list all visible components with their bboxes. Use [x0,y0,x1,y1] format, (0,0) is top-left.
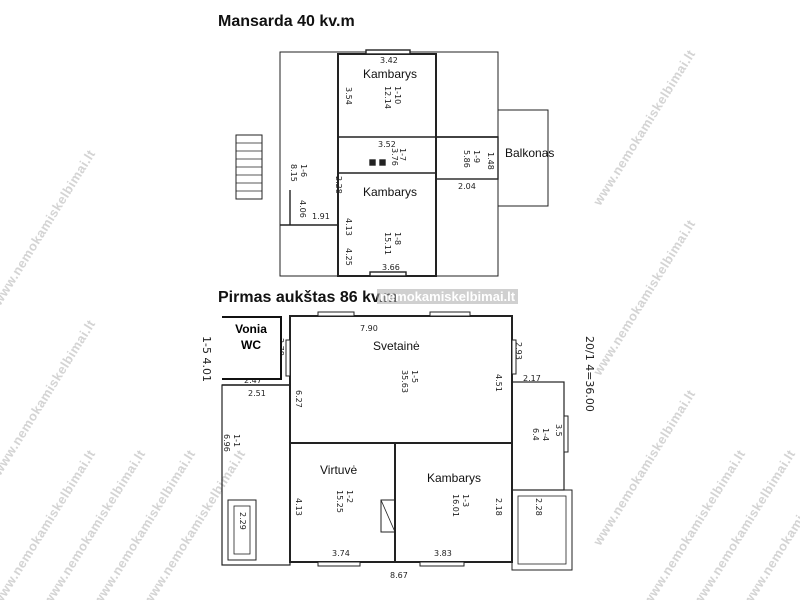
window [317,311,355,317]
stove [380,499,396,533]
dimension-label: 2.28 [534,498,543,516]
dimension-label: 7.90 [360,324,378,333]
dimension-label: 2.47 [244,376,262,385]
plan-line [517,495,567,565]
room-area: 6.4 [531,428,540,441]
vonia-label: Vonia [235,322,267,336]
upper-floor-plan [235,49,549,277]
room-area: 35.63 [400,370,409,393]
room-area: 5.86 [462,150,471,168]
ground-floor-title: Pirmas aukštas 86 kv.m [218,289,398,306]
room-label: Kambarys [363,185,417,199]
dimension-label: 3.54 [344,87,353,105]
room-area: 6.96 [222,434,231,452]
dimension-label: 1.91 [312,212,330,221]
plan-line [380,499,396,533]
vonia-wc-label-box: Vonia WC [222,316,282,380]
plan-line [233,505,251,555]
room-code: 1-2 [345,490,354,503]
dimension-label: 4.25 [344,248,353,266]
window [429,311,471,317]
room-area: 16.01 [451,494,460,517]
window [369,271,407,277]
dimension-label: 3.83 [434,549,452,558]
room-code: 1-4 [541,428,550,441]
ground-floor-labels: Svetainė Virtuvė Kambarys 1-5 35.63 1-2 … [200,324,596,580]
dimension-label: 3.66 [382,263,400,272]
window [511,339,517,375]
dimension-label: 6.27 [294,390,303,408]
room-code: 1-9 [472,150,481,163]
room-code: 1-6 [299,164,308,177]
room-area: 15.25 [335,490,344,513]
room-area: 15.11 [383,232,392,255]
dimension-label: 4.13 [294,498,303,516]
dimension-label: 2.28 [334,176,343,194]
upper-floor-title: Mansarda 40 kv.m [218,13,355,30]
dimension-label: 2.29 [238,512,247,530]
room-code: 1-10 [393,86,402,104]
room-label: Svetainė [373,339,420,353]
dimension-label: 2.51 [248,389,266,398]
room-area: 3.76 [390,148,399,166]
dimension-label: 2.04 [458,182,476,191]
room-area: 12.14 [383,86,392,109]
room-label: Kambarys [427,471,481,485]
entrance-hall [221,384,291,566]
room-code: 1-8 [393,232,402,245]
margin-note: 1-5 4.01 [200,336,213,382]
room-label: Kambarys [363,67,417,81]
upper-floor-labels: Kambarys Kambarys Balkonas 1-10 12.14 1-… [289,56,554,272]
room-code: 1-7 [398,148,407,161]
dimension-label: 3.42 [380,56,398,65]
balcony-outline [497,109,549,207]
dimension-label: 4.51 [494,374,503,392]
margin-note: 20/1 4=36.00 [583,336,596,412]
balcony-label: Balkonas [505,146,554,160]
chimney [369,159,376,166]
side-porch [511,489,573,571]
ground-floor-plan [221,311,573,571]
porch-steps [227,499,257,561]
room-label: Virtuvė [320,463,357,477]
watermark-overlay: nemokamiskelbimai.lt [377,289,519,304]
room-code: 1-3 [461,494,470,507]
dimension-label: 3.52 [378,140,396,149]
dimension-label: 4.06 [298,200,307,218]
window [365,49,411,55]
dimension-label: 2.93 [514,342,523,360]
room-code: 1-1 [232,434,241,447]
window [419,561,465,567]
dimension-label: 4.13 [344,218,353,236]
room-area: 8.15 [289,164,298,182]
window [317,561,361,567]
wc-label: WC [241,338,261,352]
window [285,339,291,377]
dimension-label: 3.5 [554,424,563,437]
dimension-label: 2.18 [494,498,503,516]
dimension-label: 8.67 [390,571,408,580]
room-code: 1-5 [410,370,419,383]
dimension-label: 3.74 [332,549,350,558]
dimension-label: 2.17 [523,374,541,383]
chimney [379,159,386,166]
window [563,415,569,453]
dimension-label: 1.48 [486,152,495,170]
